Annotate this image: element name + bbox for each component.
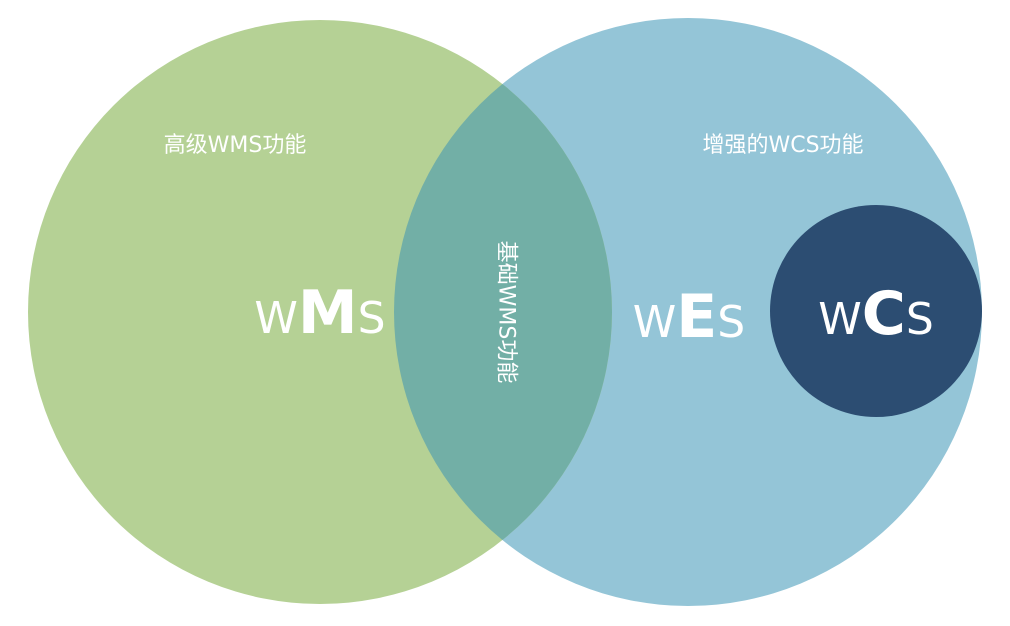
overlap-caption: 基础WMS功能 bbox=[494, 241, 519, 384]
wcs-abbr-first: W bbox=[818, 294, 862, 345]
wcs-circle bbox=[770, 205, 982, 417]
overlap-region bbox=[394, 20, 612, 604]
wms-abbreviation: WMS bbox=[254, 278, 385, 348]
wms-abbr-first: W bbox=[254, 293, 298, 344]
wes-abbr-middle: E bbox=[676, 282, 717, 352]
wes-abbreviation: WES bbox=[633, 282, 745, 352]
wms-region-caption: 高级WMS功能 bbox=[164, 133, 307, 158]
wcs-abbreviation: WCS bbox=[818, 279, 934, 349]
wcs-abbr-middle: C bbox=[862, 279, 906, 349]
wms-abbr-middle: M bbox=[298, 278, 358, 348]
wcs-abbr-last: S bbox=[906, 294, 934, 345]
wes-abbr-first: W bbox=[633, 297, 677, 348]
wms-abbr-last: S bbox=[358, 293, 386, 344]
overlap-caption-group: 基础WMS功能 bbox=[494, 241, 519, 384]
wes-region-caption: 增强的WCS功能 bbox=[702, 133, 863, 158]
wes-abbr-last: S bbox=[717, 297, 745, 348]
